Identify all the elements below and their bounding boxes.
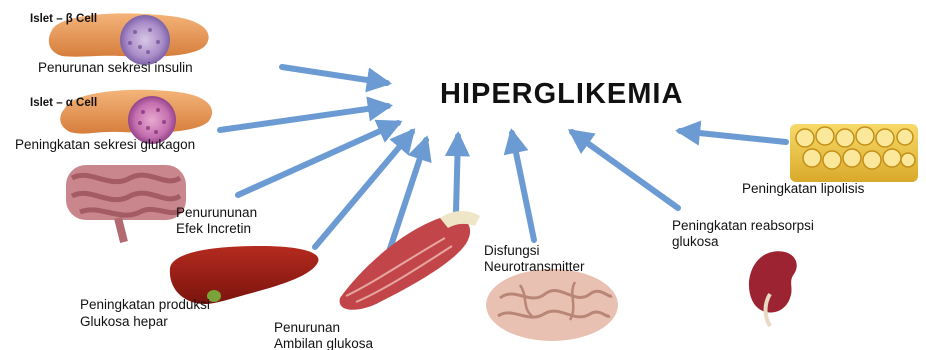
arrow-lipolysis	[680, 131, 786, 142]
muscle-icon	[340, 211, 480, 310]
muscle-label-line1: Penurunan	[274, 320, 340, 336]
arrow-glucagon	[220, 106, 388, 130]
fat-tissue-icon	[790, 124, 918, 182]
intestine-icon	[66, 165, 186, 242]
incretin-label-line2: Efek Incretin	[176, 221, 251, 237]
neuro-label-line1: Disfungsi	[484, 243, 540, 259]
arrow-brain-mid	[456, 136, 458, 212]
liver-label-line1: Peningkatan produksi	[80, 297, 210, 313]
neuro-label-line2: Neurotransmitter	[484, 259, 585, 275]
alpha-cell-label: Islet – α Cell	[30, 97, 97, 109]
brain-icon	[486, 269, 618, 341]
page-title: HIPERGLIKEMIA	[440, 78, 683, 111]
arrow-insulin	[282, 67, 387, 83]
glucagon-label: Peningkatan sekresi glukagon	[15, 137, 195, 153]
beta-cell-label: Islet – β Cell	[30, 13, 97, 25]
arrow-incretin	[238, 123, 398, 195]
incretin-label-line1: Penurununan	[176, 205, 257, 221]
insulin-label: Penurunan sekresi insulin	[38, 60, 193, 76]
arrow-neuro	[512, 133, 534, 240]
muscle-label-line2: Ambilan glukosa	[274, 336, 373, 350]
kidney-icon	[749, 251, 797, 326]
kidney-label-line2: glukosa	[672, 234, 719, 250]
kidney-label-line1: Peningkatan reabsorpsi	[672, 218, 814, 234]
liver-label-line2: Glukosa hepar	[80, 314, 168, 330]
liver-icon	[170, 246, 319, 304]
arrow-kidney	[572, 132, 678, 208]
lipolysis-label: Peningkatan lipolisis	[742, 181, 864, 197]
